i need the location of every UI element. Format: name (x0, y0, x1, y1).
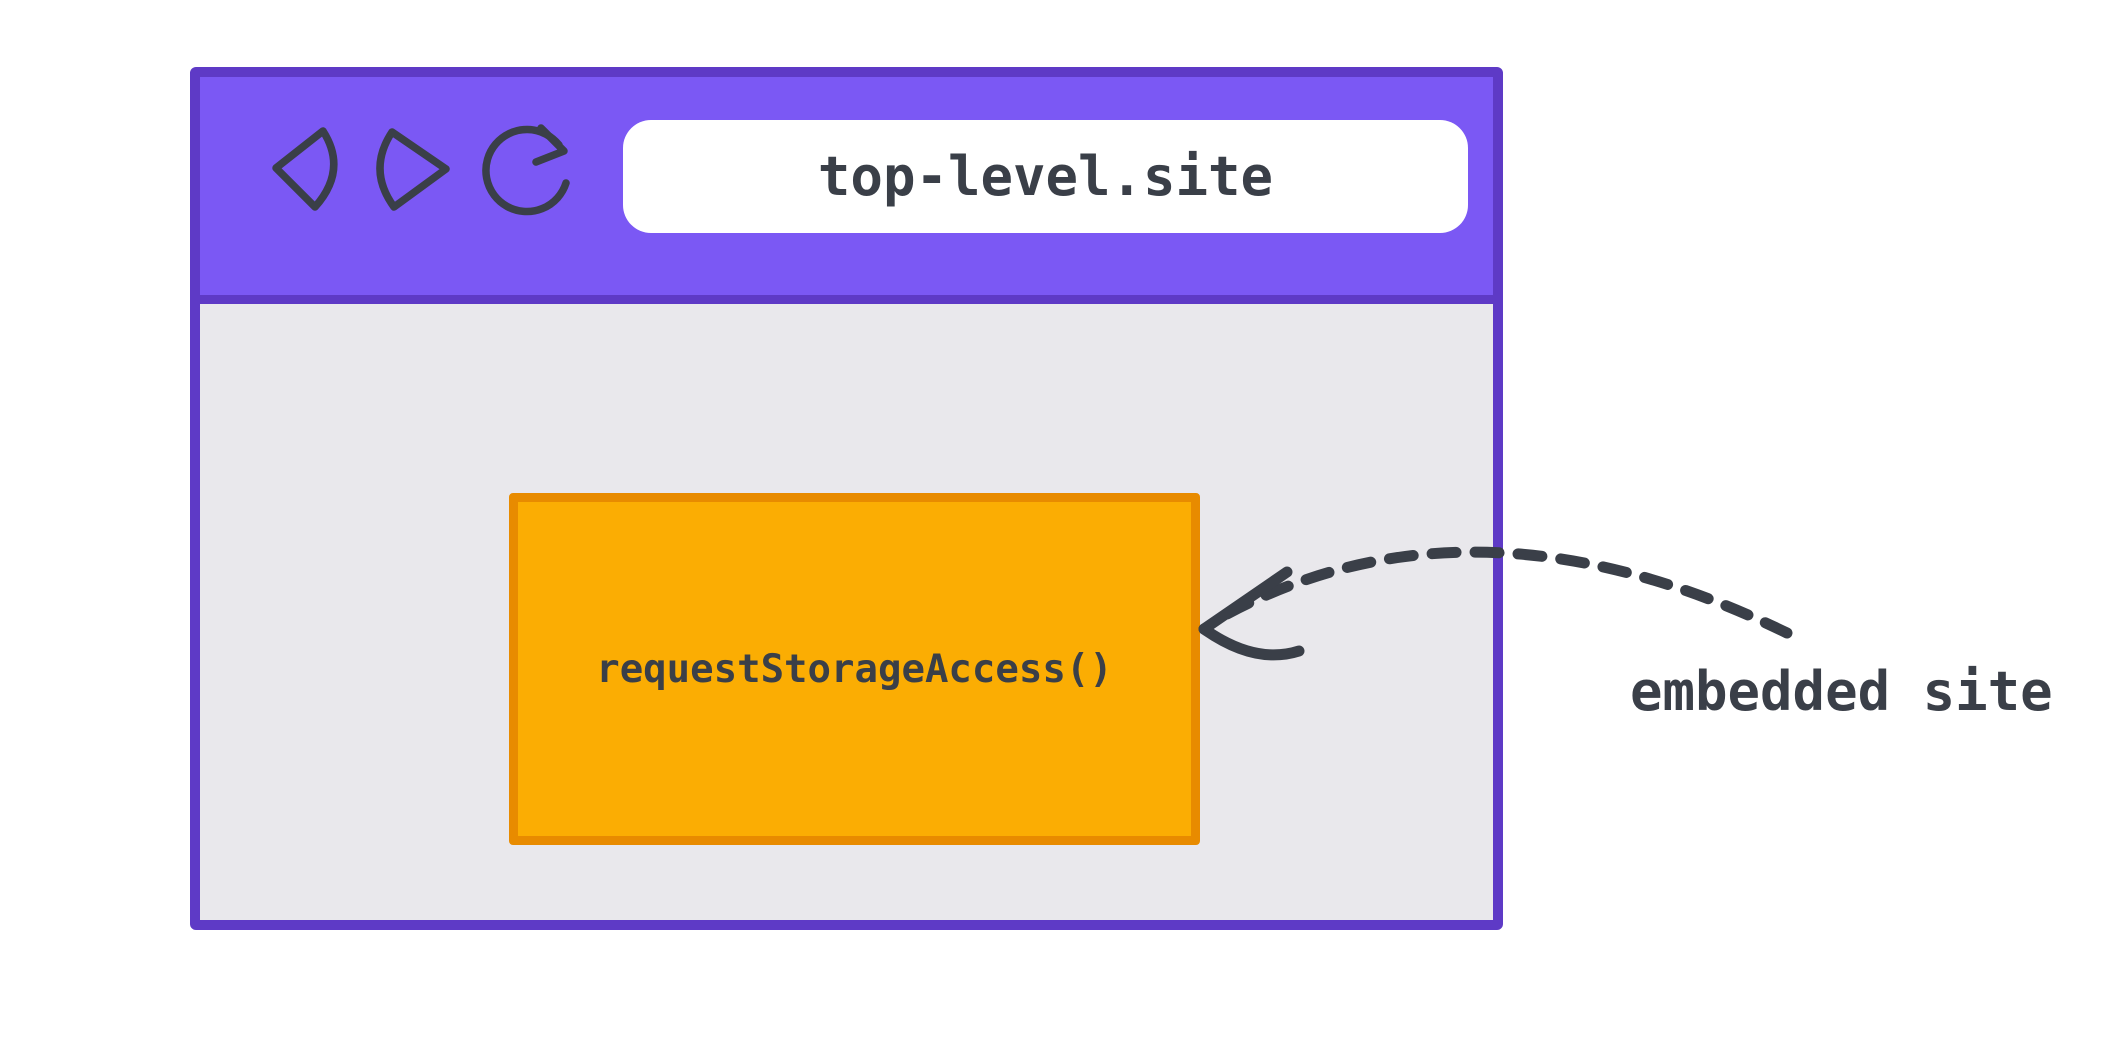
address-bar: top-level.site (623, 120, 1468, 233)
browser-window-illustration: top-level.site requestStorageAccess() (190, 67, 1503, 930)
embedded-frame: requestStorageAccess() (509, 493, 1200, 845)
browser-viewport: requestStorageAccess() (200, 304, 1493, 920)
address-bar-url: top-level.site (817, 145, 1274, 208)
embedded-frame-label: requestStorageAccess() (596, 646, 1113, 692)
browser-toolbar: top-level.site (200, 77, 1493, 304)
annotation-embedded-site-label: embedded site (1630, 660, 2053, 723)
